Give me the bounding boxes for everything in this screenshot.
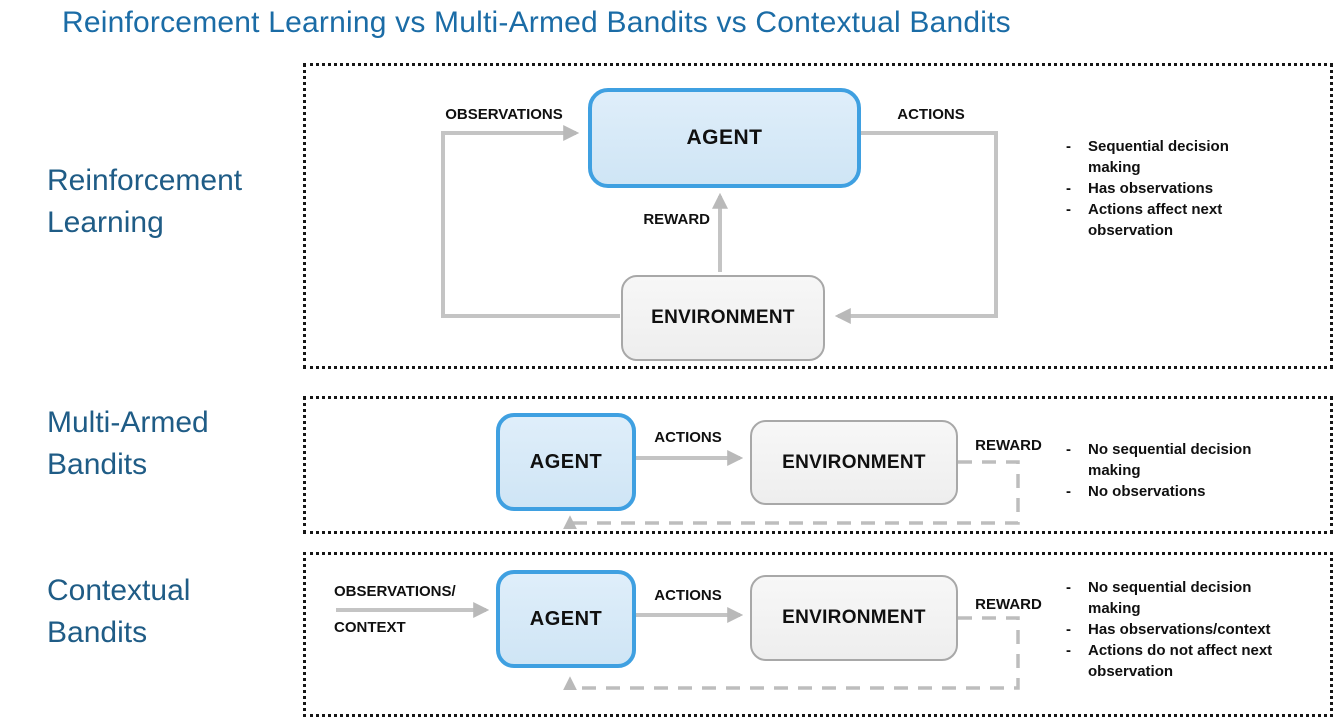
- bullet-dash: -: [1066, 621, 1071, 638]
- side-label-line: Bandits: [47, 616, 148, 649]
- environment-label: ENVIRONMENT: [782, 451, 926, 473]
- environment-box: ENVIRONMENT: [750, 420, 958, 505]
- bullet-text: No observations: [1088, 483, 1206, 500]
- agent-label: AGENT: [686, 126, 763, 149]
- bullet-item: -Actions affect next observation: [1066, 199, 1256, 241]
- actions-label: ACTIONS: [654, 429, 722, 446]
- agent-label: AGENT: [529, 450, 603, 473]
- actions-label: ACTIONS: [654, 587, 722, 604]
- reward-label: REWARD: [643, 211, 710, 228]
- bullet-dash: -: [1066, 180, 1071, 197]
- side-label-line: Learning: [47, 206, 164, 239]
- side-label-line: Reinforcement: [47, 164, 243, 197]
- side-label-line: Multi-Armed: [47, 406, 209, 439]
- bullet-item: -Actions do not affect next observation: [1066, 640, 1281, 682]
- bullet-text: Actions do not affect next observation: [1088, 642, 1273, 680]
- bullet-dash: -: [1066, 201, 1071, 218]
- reward-dashed-line: [570, 460, 1020, 525]
- bullet-item: -No sequential decision making: [1066, 577, 1281, 619]
- reward-dashed-line: [570, 616, 1020, 690]
- bullet-item: -No sequential decision making: [1066, 439, 1281, 481]
- agent-label: AGENT: [529, 607, 603, 630]
- bullet-dash: -: [1066, 483, 1071, 500]
- observations-label: OBSERVATIONS: [445, 106, 563, 123]
- mab-bullet-list: -No sequential decision making-No observ…: [1066, 439, 1281, 502]
- side-label-line: Contextual: [47, 574, 191, 607]
- mab-flow-arrows: [563, 450, 1020, 529]
- bullet-text: Has observations: [1088, 180, 1214, 197]
- bullet-text: Sequential decision making: [1088, 138, 1229, 176]
- panel-multi-armed-bandits: AGENT ENVIRONMENT ACTIONS REWARD -No seq…: [303, 396, 1333, 534]
- bullet-item: -Sequential decision making: [1066, 136, 1256, 178]
- environment-box: ENVIRONMENT: [621, 275, 825, 361]
- agent-box: AGENT: [496, 413, 636, 511]
- bullet-dash: -: [1066, 441, 1071, 458]
- reward-label: REWARD: [975, 596, 1042, 613]
- cb-bullet-list: -No sequential decision making-Has obser…: [1066, 577, 1281, 682]
- observations-context-label-line1: OBSERVATIONS/: [334, 583, 456, 600]
- cb-flow-arrows: [336, 602, 1020, 690]
- rl-bullet-list: -Sequential decision making-Has observat…: [1066, 136, 1256, 241]
- side-label-multi-armed-bandits: Multi-Armed Bandits: [47, 402, 209, 486]
- diagram-title: Reinforcement Learning vs Multi-Armed Ba…: [62, 6, 1011, 39]
- bullet-text: No sequential decision making: [1088, 579, 1252, 617]
- environment-label: ENVIRONMENT: [651, 307, 795, 328]
- bullet-dash: -: [1066, 642, 1071, 659]
- observations-arrow: [441, 125, 620, 318]
- agent-box: AGENT: [588, 88, 861, 188]
- observations-context-label-line2: CONTEXT: [334, 619, 406, 636]
- bullet-dash: -: [1066, 579, 1071, 596]
- bullet-item: -Has observations: [1066, 178, 1256, 199]
- rl-loop-arrows: [441, 125, 998, 324]
- reward-label: REWARD: [975, 437, 1042, 454]
- side-label-reinforcement-learning: Reinforcement Learning: [47, 160, 242, 244]
- environment-label: ENVIRONMENT: [782, 607, 926, 628]
- bullet-item: -Has observations/context: [1066, 619, 1281, 640]
- bullet-item: -No observations: [1066, 481, 1281, 502]
- side-label-contextual-bandits: Contextual Bandits: [47, 570, 190, 654]
- panel-reinforcement-learning: AGENT ENVIRONMENT OBSERVATIONS ACTIONS R…: [303, 63, 1333, 369]
- environment-box: ENVIRONMENT: [750, 575, 958, 661]
- bullet-text: Has observations/context: [1088, 621, 1271, 638]
- actions-arrow: [834, 131, 998, 324]
- actions-label: ACTIONS: [897, 106, 965, 123]
- bullet-text: Actions affect next observation: [1088, 201, 1223, 239]
- bullet-dash: -: [1066, 138, 1071, 155]
- panel-contextual-bandits: AGENT ENVIRONMENT OBSERVATIONS/ CONTEXT …: [303, 552, 1333, 717]
- side-label-line: Bandits: [47, 448, 148, 481]
- bullet-text: No sequential decision making: [1088, 441, 1252, 479]
- agent-box: AGENT: [496, 570, 636, 668]
